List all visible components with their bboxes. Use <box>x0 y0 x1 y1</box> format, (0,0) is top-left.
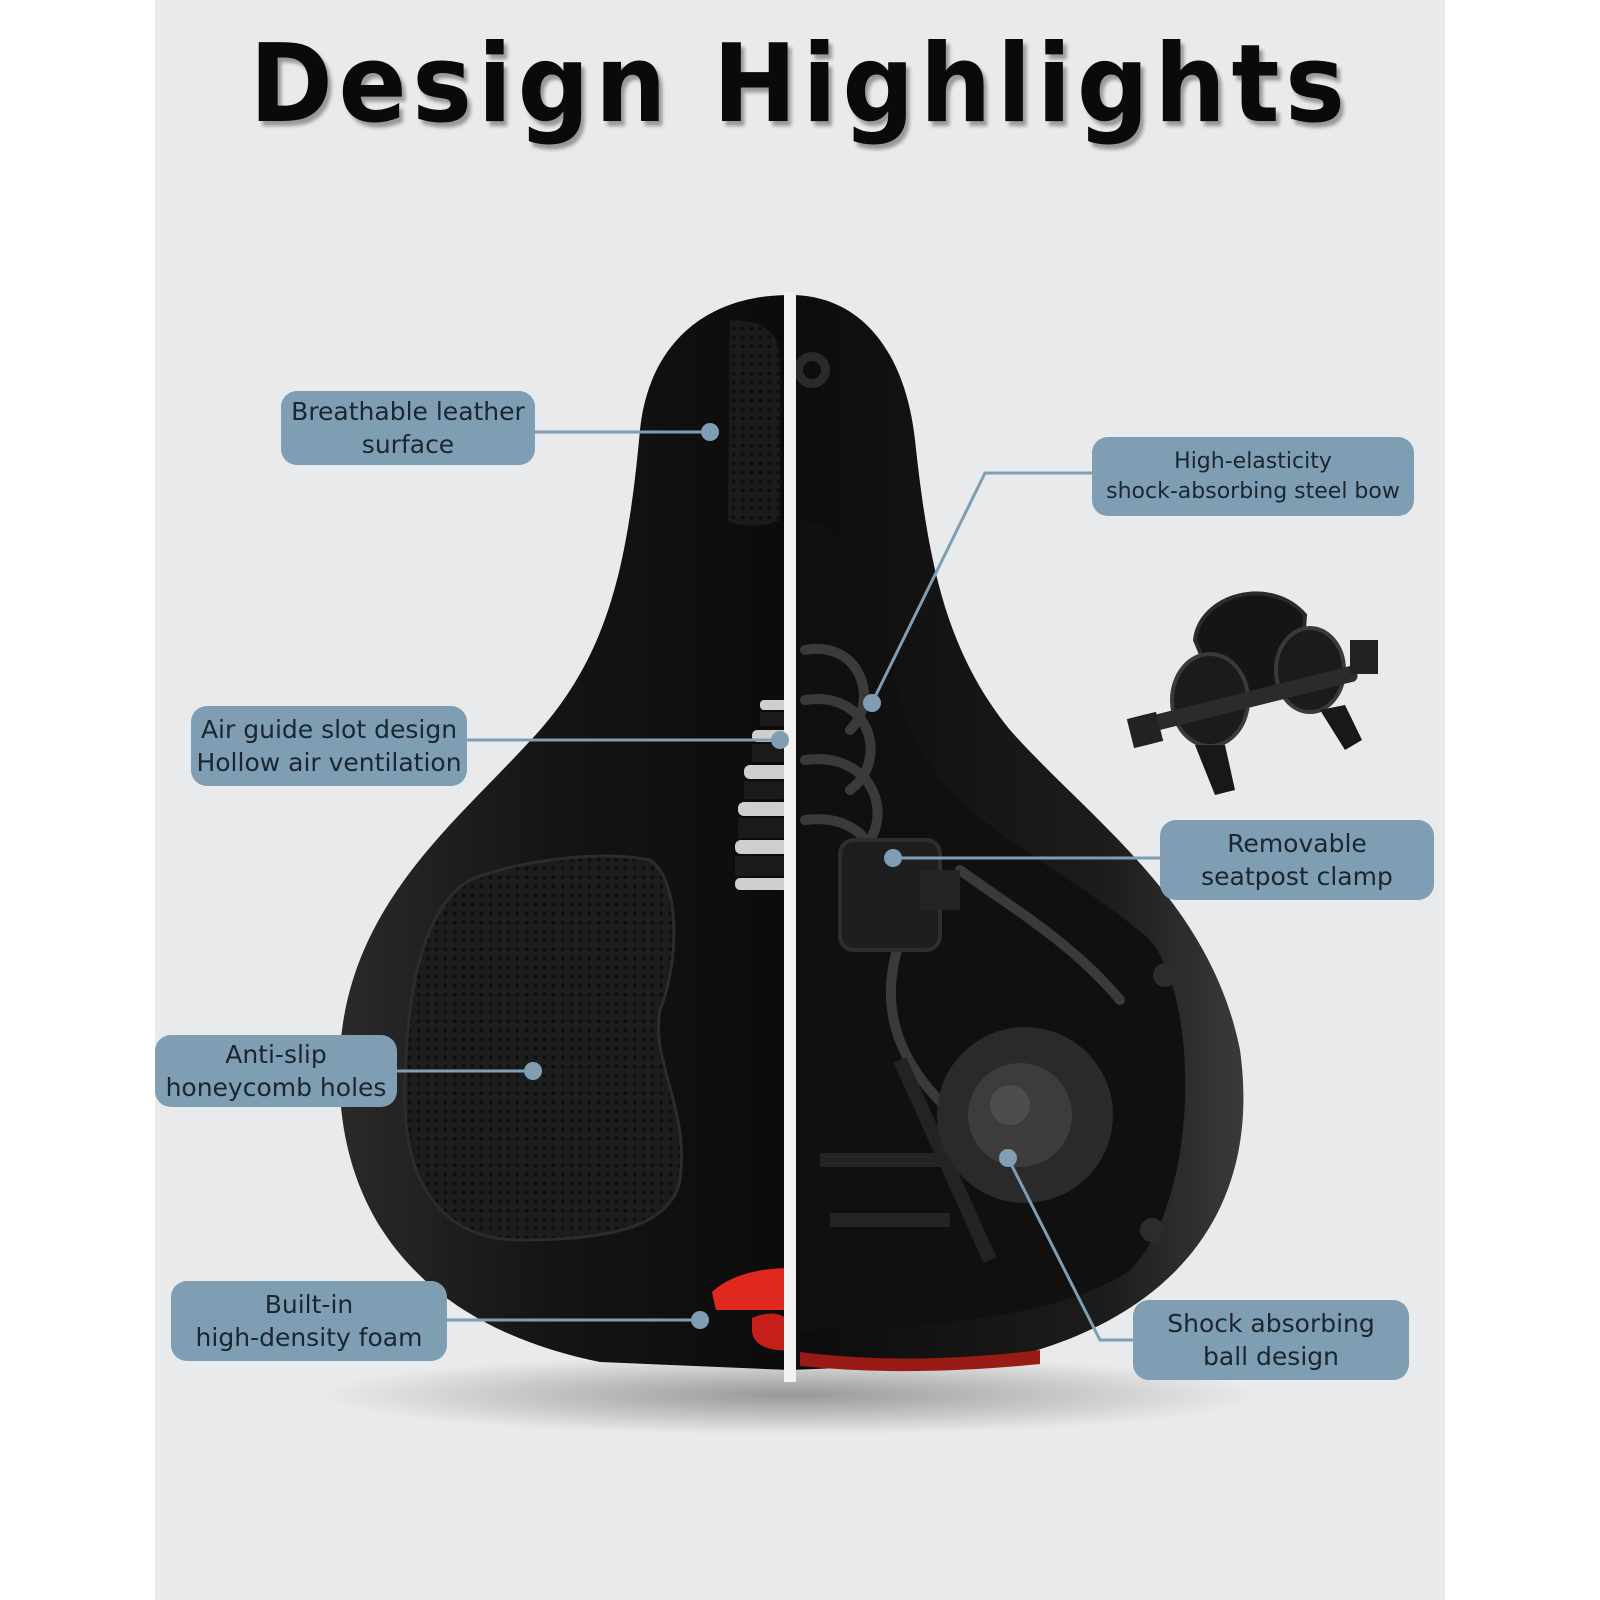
callout-breathable-leather: Breathable leather surface <box>281 391 535 465</box>
callout-line: Hollow air ventilation <box>196 748 462 777</box>
callout-line: Built-in <box>264 1290 354 1319</box>
callout-anti-slip: Anti-slip honeycomb holes <box>155 1035 397 1107</box>
callout-line: High-elasticity <box>1174 448 1332 474</box>
callout-line: Removable <box>1227 829 1367 858</box>
callout-line: shock-absorbing steel bow <box>1106 478 1400 504</box>
callout-line: ball design <box>1203 1342 1339 1371</box>
callout-line: seatpost clamp <box>1201 862 1393 891</box>
leader-lines <box>397 430 1160 1342</box>
seatpost-clamp-image <box>1126 591 1378 795</box>
callout-line: Breathable leather <box>291 397 525 426</box>
saddle-left-half <box>339 295 784 1370</box>
cutaway-split-line <box>784 292 796 1382</box>
callout-line: Shock absorbing <box>1167 1309 1375 1338</box>
callout-seatpost-clamp: Removable seatpost clamp <box>1160 820 1434 900</box>
callout-line: Anti-slip <box>225 1040 327 1069</box>
callout-steel-bow: High-elasticity shock-absorbing steel bo… <box>1092 437 1414 516</box>
saddle-shadow <box>320 1355 1260 1435</box>
callout-line: high-density foam <box>195 1323 423 1352</box>
callout-line: honeycomb holes <box>165 1073 387 1102</box>
page-title: Design Highlights <box>249 22 1351 147</box>
callout-foam: Built-in high-density foam <box>171 1281 447 1361</box>
callout-dots <box>524 423 1017 1329</box>
callout-line: Air guide slot design <box>200 715 458 744</box>
saddle-right-half <box>796 295 1244 1372</box>
callout-air-guide: Air guide slot design Hollow air ventila… <box>191 706 467 786</box>
callout-line: surface <box>361 430 455 459</box>
callout-shock-ball: Shock absorbing ball design <box>1133 1300 1409 1380</box>
